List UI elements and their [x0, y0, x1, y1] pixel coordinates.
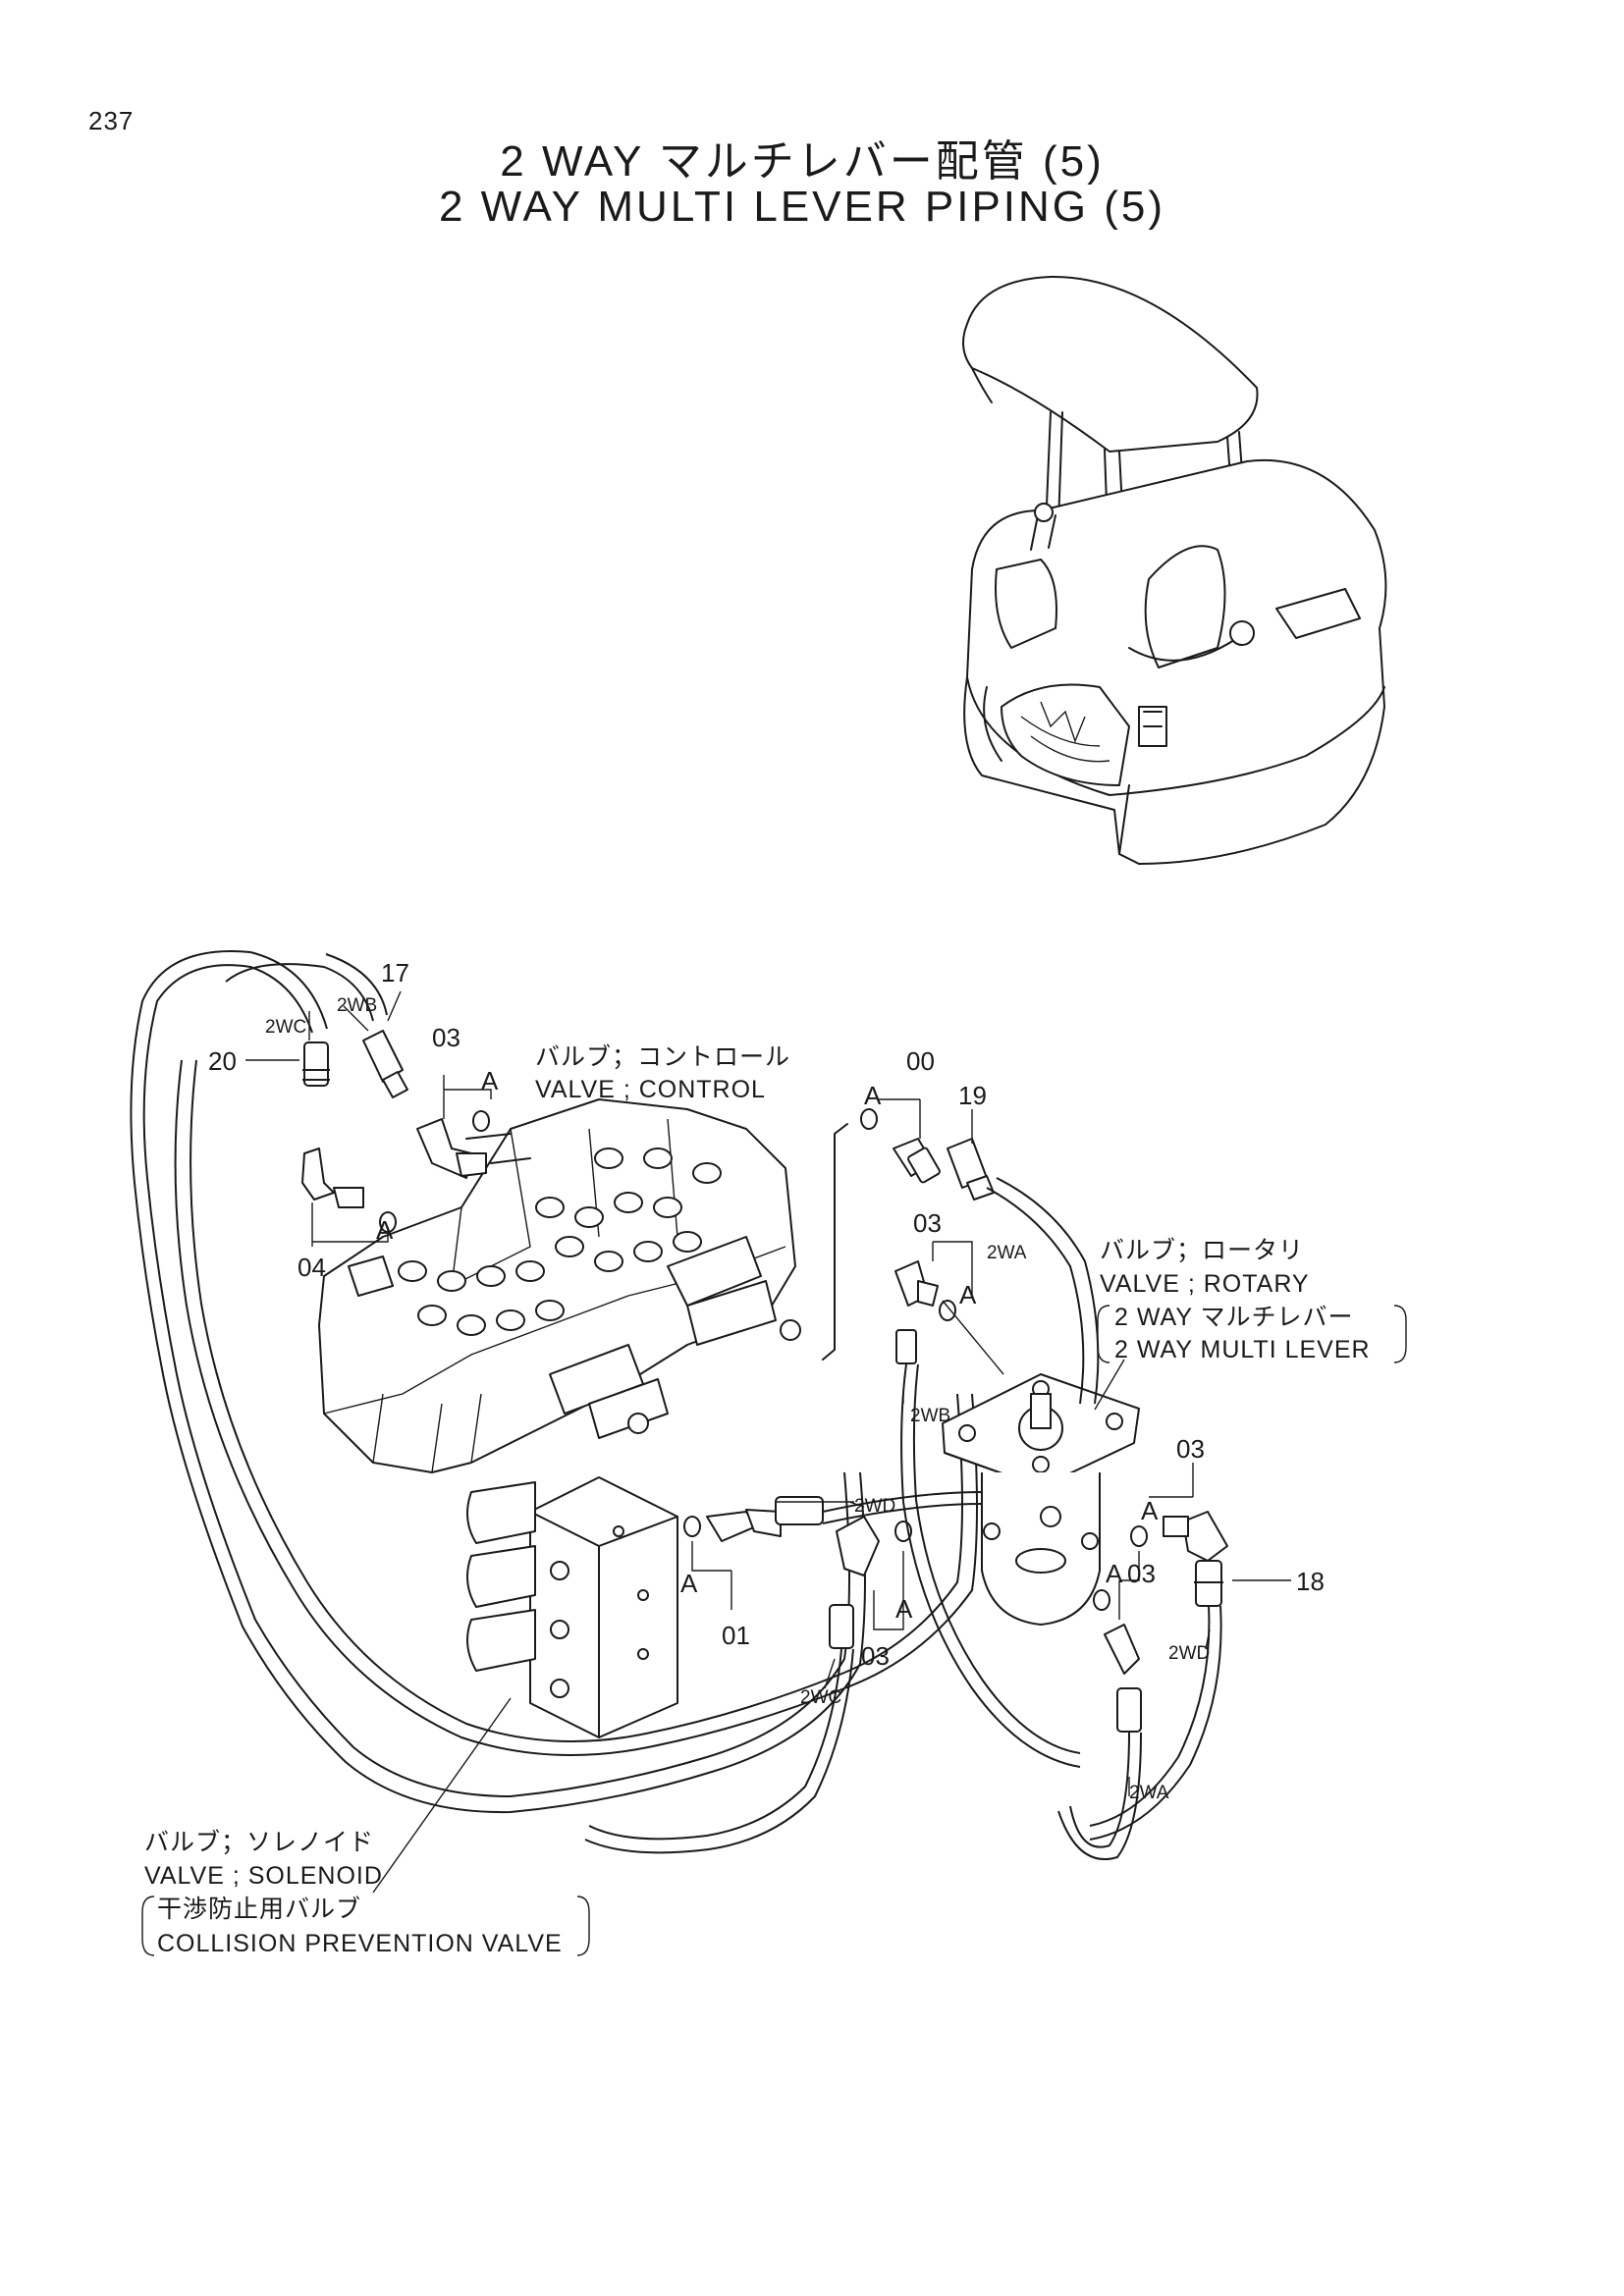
control-valve-label-en: VALVE ; CONTROL [535, 1076, 766, 1103]
fitting-19 [947, 1138, 995, 1201]
rotary-valve-sublabel-jp: 2 WAY マルチレバー [1114, 1304, 1354, 1331]
oring-label-a2: A [376, 1215, 394, 1245]
callout-01: 01 [722, 1621, 750, 1650]
excavator-overview-illustration [962, 275, 1387, 865]
hose-label-2wc-bottom: 2WC [800, 1687, 841, 1708]
oring-label-a6: A [1106, 1559, 1123, 1588]
oring-label-a4: A [959, 1280, 977, 1309]
title-japanese: 2 WAY マルチレバー配管 (5) [500, 137, 1105, 186]
fitting-00 [893, 1138, 941, 1184]
fitting-03-top [416, 1118, 487, 1179]
hoses-rotary [584, 1177, 1222, 1860]
callout-19: 19 [958, 1081, 987, 1110]
control-valve-label-jp: バルブ；コントロール [535, 1043, 790, 1071]
fitting-04 [301, 1148, 364, 1208]
solenoid-valve-label-jp: バルブ；ソレノイド [144, 1829, 374, 1856]
oring-label-a5: A [1141, 1496, 1159, 1525]
callout-03-mid: 03 [913, 1208, 942, 1238]
control-valve-drawing [318, 1098, 801, 1473]
callout-03-bottom: 03 [861, 1641, 890, 1671]
rotary-valve-label-en: VALVE ; ROTARY [1100, 1270, 1310, 1298]
solenoid-valve-sublabel-jp: 干渉防止用バルブ [157, 1896, 361, 1923]
hose-label-2wd-mid: 2WD [854, 1496, 895, 1517]
oring-label-a7: A [680, 1569, 698, 1598]
callout-03-right2: 03 [1127, 1559, 1156, 1588]
title-english: 2 WAY MULTI LEVER PIPING (5) [438, 183, 1166, 231]
callout-18: 18 [1296, 1567, 1325, 1596]
fitting-03-mid [894, 1260, 939, 1364]
hose-loop-2wc [130, 950, 866, 1814]
fitting-17 [362, 1030, 408, 1098]
leader-lines [245, 990, 1291, 1894]
hose-label-2wc-top: 2WC [265, 1017, 306, 1038]
hose-label-2wb-mid: 2WB [910, 1406, 950, 1426]
callout-04: 04 [298, 1253, 326, 1282]
callout-20: 20 [208, 1046, 237, 1076]
control-valve-bracket [822, 1123, 848, 1361]
oring-label-a8: A [895, 1594, 913, 1624]
callout-03-top: 03 [432, 1023, 460, 1052]
page-number: 237 [88, 106, 135, 135]
callout-03-right: 03 [1176, 1434, 1205, 1464]
hose-label-2wd-right: 2WD [1168, 1643, 1210, 1664]
callout-00: 00 [906, 1046, 935, 1076]
fitting-18 [1194, 1560, 1223, 1607]
rotary-valve-sublabel-en: 2 WAY MULTI LEVER [1114, 1336, 1371, 1363]
fitting-20 [302, 1041, 330, 1087]
fitting-01 [706, 1496, 824, 1542]
rotary-valve-label-jp: バルブ；ロータリ [1100, 1237, 1304, 1264]
hose-label-2wa-top: 2WA [987, 1243, 1027, 1263]
oring-label-a3: A [864, 1081, 882, 1110]
fitting-03-bottom [829, 1516, 880, 1649]
rotary-valve-drawing [942, 1373, 1140, 1626]
hose-label-2wb-top: 2WB [337, 995, 377, 1016]
solenoid-valve-label-en: VALVE ; SOLENOID [144, 1862, 383, 1890]
solenoid-valve-sublabel-en: COLLISION PREVENTION VALVE [157, 1930, 563, 1957]
fitting-03-right [1163, 1511, 1228, 1562]
hose-loop-2wb [174, 953, 978, 1756]
fitting-03-right-lower [1104, 1624, 1142, 1733]
hose-label-2wa-bottom: 2WA [1129, 1783, 1169, 1803]
oring-label-a1: A [481, 1066, 499, 1095]
callout-17: 17 [381, 958, 409, 988]
solenoid-valve-drawing [466, 1476, 678, 1738]
